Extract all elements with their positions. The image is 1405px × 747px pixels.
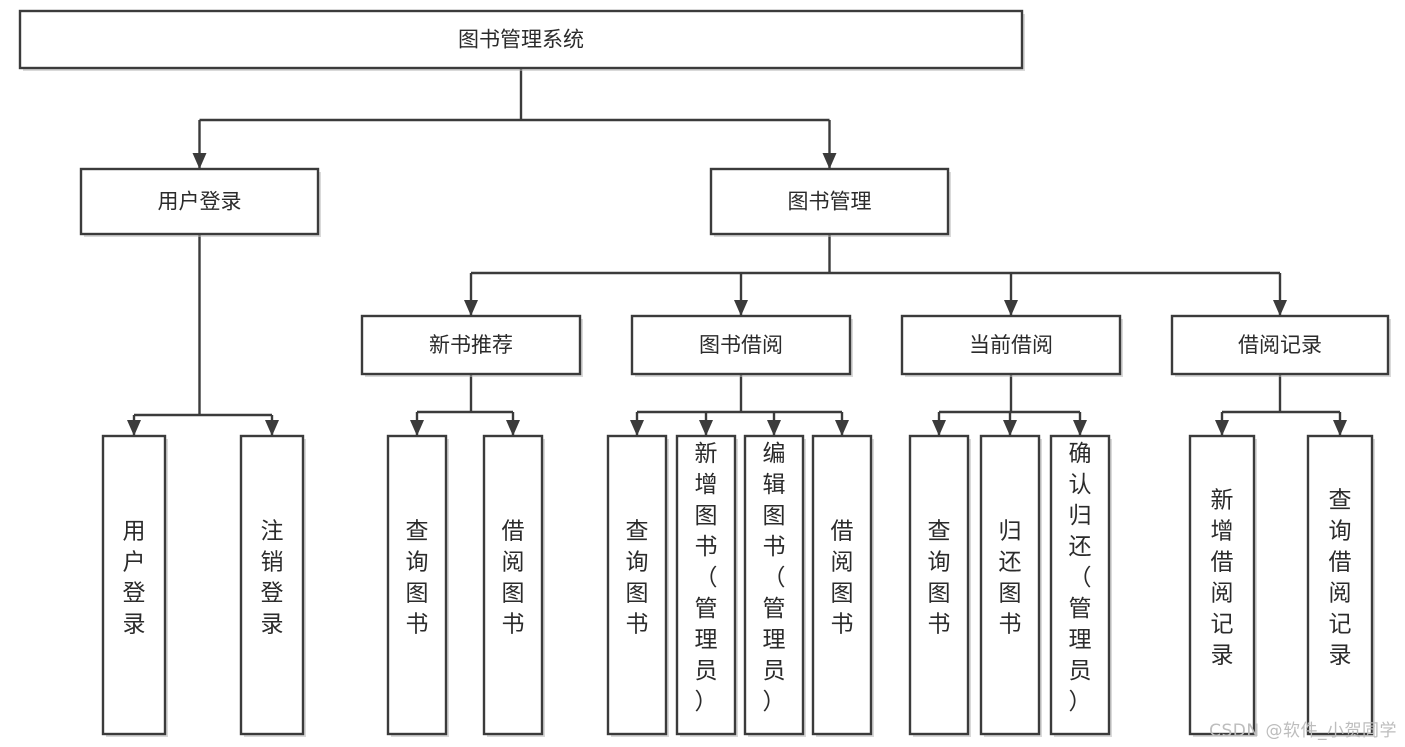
node-level3-book-borrow[interactable]: 图书借阅 bbox=[630, 314, 853, 377]
edge-group-borrow-record bbox=[1222, 374, 1340, 414]
node-label: 借阅图书 bbox=[502, 519, 525, 638]
node-box[interactable] bbox=[979, 434, 1041, 736]
node-label: 查询图书 bbox=[626, 519, 649, 638]
arrow-head-icon bbox=[630, 420, 644, 436]
node-label: 新增图书（管理员） bbox=[695, 441, 718, 715]
node-box[interactable] bbox=[709, 167, 950, 236]
node-level3-borrow-record[interactable]: 借阅记录 bbox=[1170, 314, 1391, 377]
edge-group-root bbox=[199, 68, 830, 122]
node-leaf-leaf-edit-book[interactable]: 编辑图书（管理员） bbox=[743, 434, 806, 737]
node-label: 新增借阅记录 bbox=[1211, 488, 1234, 669]
node-box[interactable] bbox=[675, 434, 737, 736]
edge-group-book-borrow bbox=[637, 374, 842, 414]
node-box[interactable] bbox=[908, 434, 970, 736]
node-leaf-leaf-borrow-book-1[interactable]: 借阅图书 bbox=[482, 434, 545, 737]
node-box[interactable] bbox=[1170, 314, 1390, 376]
node-root-root[interactable]: 图书管理系统 bbox=[18, 9, 1025, 71]
node-label: 编辑图书（管理员） bbox=[763, 441, 786, 715]
node-box[interactable] bbox=[606, 434, 668, 736]
node-label: 确认归还（管理员） bbox=[1069, 441, 1092, 715]
node-box[interactable] bbox=[360, 314, 582, 376]
arrow-head-icon bbox=[506, 420, 520, 436]
node-label: 图书管理系统 bbox=[458, 28, 584, 52]
node-box[interactable] bbox=[900, 314, 1122, 376]
arrow-head-icon bbox=[265, 420, 279, 436]
node-label: 归还图书 bbox=[999, 519, 1022, 638]
arrow-head-icon bbox=[410, 420, 424, 436]
arrow-head-icon bbox=[1215, 420, 1229, 436]
node-label: 借阅记录 bbox=[1238, 333, 1322, 357]
node-leaf-leaf-user-logout[interactable]: 注销登录 bbox=[239, 434, 306, 737]
arrow-head-icon bbox=[1333, 420, 1347, 436]
node-layer: 图书管理系统用户登录图书管理新书推荐图书借阅当前借阅借阅记录用户登录注销登录查询… bbox=[18, 9, 1391, 737]
edge-group-user-login bbox=[134, 234, 272, 417]
node-level3-new-book-recommend[interactable]: 新书推荐 bbox=[360, 314, 583, 377]
node-leaf-leaf-add-book[interactable]: 新增图书（管理员） bbox=[675, 434, 738, 737]
node-level2-book-manage[interactable]: 图书管理 bbox=[709, 167, 951, 237]
arrow-head-icon bbox=[1004, 300, 1018, 316]
edge-group-book-manage bbox=[471, 234, 1280, 275]
arrow-head-icon bbox=[1073, 420, 1087, 436]
node-box[interactable] bbox=[239, 434, 305, 736]
node-label: 图书借阅 bbox=[699, 333, 783, 357]
node-label: 当前借阅 bbox=[969, 333, 1053, 357]
node-level2-user-login[interactable]: 用户登录 bbox=[79, 167, 321, 237]
arrow-head-icon bbox=[127, 420, 141, 436]
node-label: 查询图书 bbox=[406, 519, 429, 638]
node-leaf-leaf-add-record[interactable]: 新增借阅记录 bbox=[1188, 434, 1257, 737]
arrow-head-icon bbox=[734, 300, 748, 316]
node-box[interactable] bbox=[386, 434, 448, 736]
node-box[interactable] bbox=[743, 434, 805, 736]
node-box[interactable] bbox=[811, 434, 873, 736]
node-label: 查询图书 bbox=[928, 519, 951, 638]
node-box[interactable] bbox=[1306, 434, 1374, 736]
node-box[interactable] bbox=[482, 434, 544, 736]
node-label: 注销登录 bbox=[261, 519, 284, 638]
node-leaf-leaf-query-book-2[interactable]: 查询图书 bbox=[606, 434, 669, 737]
node-leaf-leaf-confirm-return[interactable]: 确认归还（管理员） bbox=[1049, 434, 1112, 737]
node-box[interactable] bbox=[101, 434, 167, 736]
node-leaf-leaf-query-record[interactable]: 查询借阅记录 bbox=[1306, 434, 1375, 737]
arrow-head-icon bbox=[822, 153, 837, 169]
node-box[interactable] bbox=[1049, 434, 1111, 736]
node-leaf-leaf-return-book[interactable]: 归还图书 bbox=[979, 434, 1042, 737]
arrow-head-icon bbox=[192, 153, 207, 169]
arrow-head-icon bbox=[767, 420, 781, 436]
node-label: 借阅图书 bbox=[831, 519, 854, 638]
node-leaf-leaf-borrow-book-2[interactable]: 借阅图书 bbox=[811, 434, 874, 737]
arrow-head-icon bbox=[1003, 420, 1017, 436]
node-box[interactable] bbox=[79, 167, 320, 236]
arrow-head-icon bbox=[464, 300, 478, 316]
node-label: 用户登录 bbox=[158, 190, 242, 214]
node-box[interactable] bbox=[630, 314, 852, 376]
node-level3-current-borrow[interactable]: 当前借阅 bbox=[900, 314, 1123, 377]
node-leaf-leaf-user-login[interactable]: 用户登录 bbox=[101, 434, 168, 737]
node-box[interactable] bbox=[18, 9, 1024, 70]
edge-group-current-borrow bbox=[939, 374, 1080, 414]
node-leaf-leaf-query-book-1[interactable]: 查询图书 bbox=[386, 434, 449, 737]
edge-group-new-book-recommend bbox=[417, 374, 513, 414]
node-leaf-leaf-query-book-3[interactable]: 查询图书 bbox=[908, 434, 971, 737]
node-label: 用户登录 bbox=[123, 519, 146, 638]
arrow-head-icon bbox=[1273, 300, 1287, 316]
node-label: 图书管理 bbox=[788, 190, 872, 214]
arrow-head-icon bbox=[932, 420, 946, 436]
node-label: 查询借阅记录 bbox=[1329, 488, 1352, 669]
node-box[interactable] bbox=[1188, 434, 1256, 736]
arrow-head-icon bbox=[699, 420, 713, 436]
node-label: 新书推荐 bbox=[429, 333, 513, 357]
edge-layer bbox=[127, 68, 1347, 436]
arrow-head-icon bbox=[835, 420, 849, 436]
